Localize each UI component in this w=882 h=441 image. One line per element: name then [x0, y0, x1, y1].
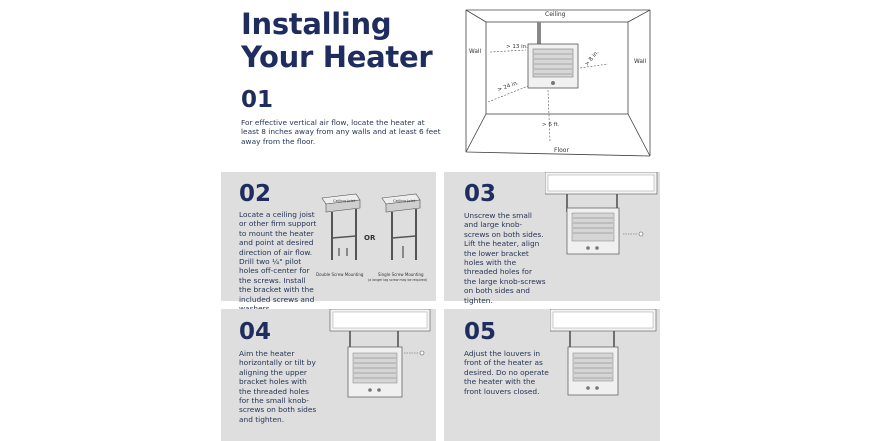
- joist-label-1: Ceiling Joist: [333, 198, 356, 203]
- step-01-number: 01: [241, 87, 274, 113]
- step-05-text: Adjust the louvers in front of the heate…: [464, 349, 549, 396]
- single-mount-note: (a longer lag screw may be required): [368, 278, 427, 282]
- label-dim-6ft: > 6 ft.: [542, 122, 560, 128]
- label-floor: Floor: [554, 147, 569, 154]
- mounting-diagram: Ceiling Joist OR Ceiling Joist Double Sc…: [316, 193, 427, 282]
- step-05-illustration: [550, 309, 657, 396]
- step-04-illustration: [329, 309, 431, 398]
- step-03-illustration: [545, 172, 658, 255]
- label-wall-right: Wall: [634, 59, 647, 65]
- step-04-text: Aim the heater horizontally or tilt by a…: [239, 349, 317, 424]
- label-ceiling: Ceiling: [545, 11, 566, 18]
- label-wall-left: Wall: [469, 49, 482, 55]
- step-02-text: Locate a ceiling joist or other firm sup…: [239, 210, 317, 313]
- title-line-2: Your Heater: [241, 40, 433, 74]
- step-01-text: For effective vertical air flow, locate …: [241, 118, 441, 146]
- step-04-number: 04: [239, 319, 272, 345]
- room-diagram: Ceiling Wall Wall Floor > 13 in. > 8 in.…: [465, 9, 651, 157]
- step-02-number: 02: [239, 181, 272, 207]
- step-02-panel: [221, 172, 436, 301]
- joist-label-2: Ceiling Joist: [393, 198, 416, 203]
- page-title: Installing Your Heater: [241, 7, 433, 74]
- title-line-1: Installing: [241, 7, 392, 41]
- step-03-text: Unscrew the small and large knob-screws …: [464, 211, 546, 305]
- step-03-number: 03: [464, 181, 497, 207]
- label-dim-13: > 13 in.: [506, 44, 528, 50]
- double-mount-label: Double Screw Mounting: [316, 272, 364, 277]
- step-05-number: 05: [464, 319, 497, 345]
- single-mount-label: Single Screw Mounting: [378, 272, 424, 277]
- or-label: OR: [364, 234, 376, 242]
